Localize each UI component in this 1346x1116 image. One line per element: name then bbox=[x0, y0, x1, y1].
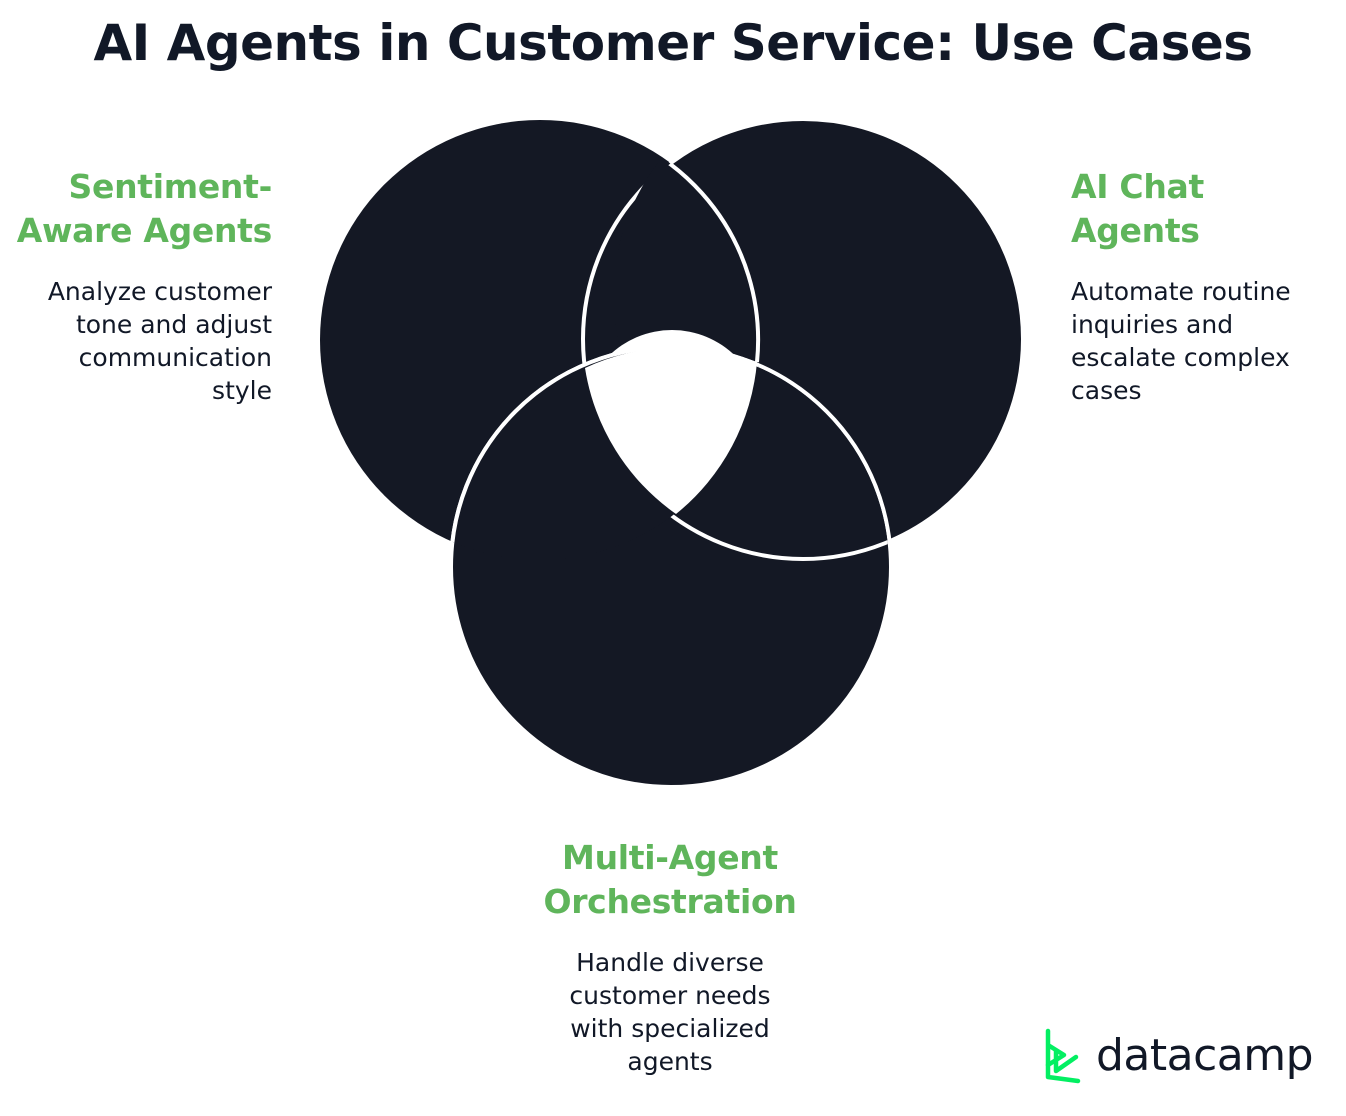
use-case-multi-agent: Multi-Agent Orchestration Handle diverse… bbox=[520, 836, 820, 1078]
heading-line: Orchestration bbox=[543, 882, 797, 921]
use-case-description: Handle diverse customer needs with speci… bbox=[550, 946, 790, 1078]
use-case-description: Automate routine inquiries and escalate … bbox=[1071, 275, 1336, 407]
use-case-heading: Sentiment- Aware Agents bbox=[10, 165, 273, 253]
heading-line: Multi-Agent bbox=[562, 838, 778, 877]
heading-line: Agents bbox=[1071, 211, 1200, 250]
use-case-ai-chat: AI Chat Agents Automate routine inquirie… bbox=[1071, 165, 1336, 407]
description-line: inquiries and bbox=[1071, 310, 1234, 339]
description-line: customer needs bbox=[569, 981, 771, 1010]
use-case-heading: AI Chat Agents bbox=[1071, 165, 1336, 253]
heading-line: AI Chat bbox=[1071, 167, 1204, 206]
description-line: tone and adjust bbox=[75, 310, 272, 339]
description-line: communication bbox=[78, 343, 272, 372]
heading-line: Aware Agents bbox=[16, 211, 273, 250]
description-line: escalate complex bbox=[1071, 343, 1290, 372]
use-case-heading: Multi-Agent Orchestration bbox=[520, 836, 820, 924]
datacamp-logo: datacamp bbox=[1042, 1024, 1314, 1088]
heading-line: Sentiment- bbox=[68, 167, 273, 206]
description-line: cases bbox=[1071, 376, 1142, 405]
datacamp-wordmark: datacamp bbox=[1096, 1030, 1314, 1081]
description-line: Automate routine bbox=[1071, 277, 1291, 306]
page-title: AI Agents in Customer Service: Use Cases bbox=[93, 14, 1253, 72]
center-hole bbox=[585, 347, 757, 514]
use-case-sentiment-aware: Sentiment- Aware Agents Analyze customer… bbox=[10, 165, 273, 407]
use-case-description: Analyze customer tone and adjust communi… bbox=[10, 275, 272, 407]
description-line: Analyze customer bbox=[47, 277, 272, 306]
datacamp-logo-icon bbox=[1045, 1028, 1081, 1084]
description-line: style bbox=[212, 376, 272, 405]
description-line: Handle diverse bbox=[576, 948, 764, 977]
description-line: agents bbox=[627, 1047, 713, 1076]
description-line: with specialized bbox=[570, 1014, 770, 1043]
